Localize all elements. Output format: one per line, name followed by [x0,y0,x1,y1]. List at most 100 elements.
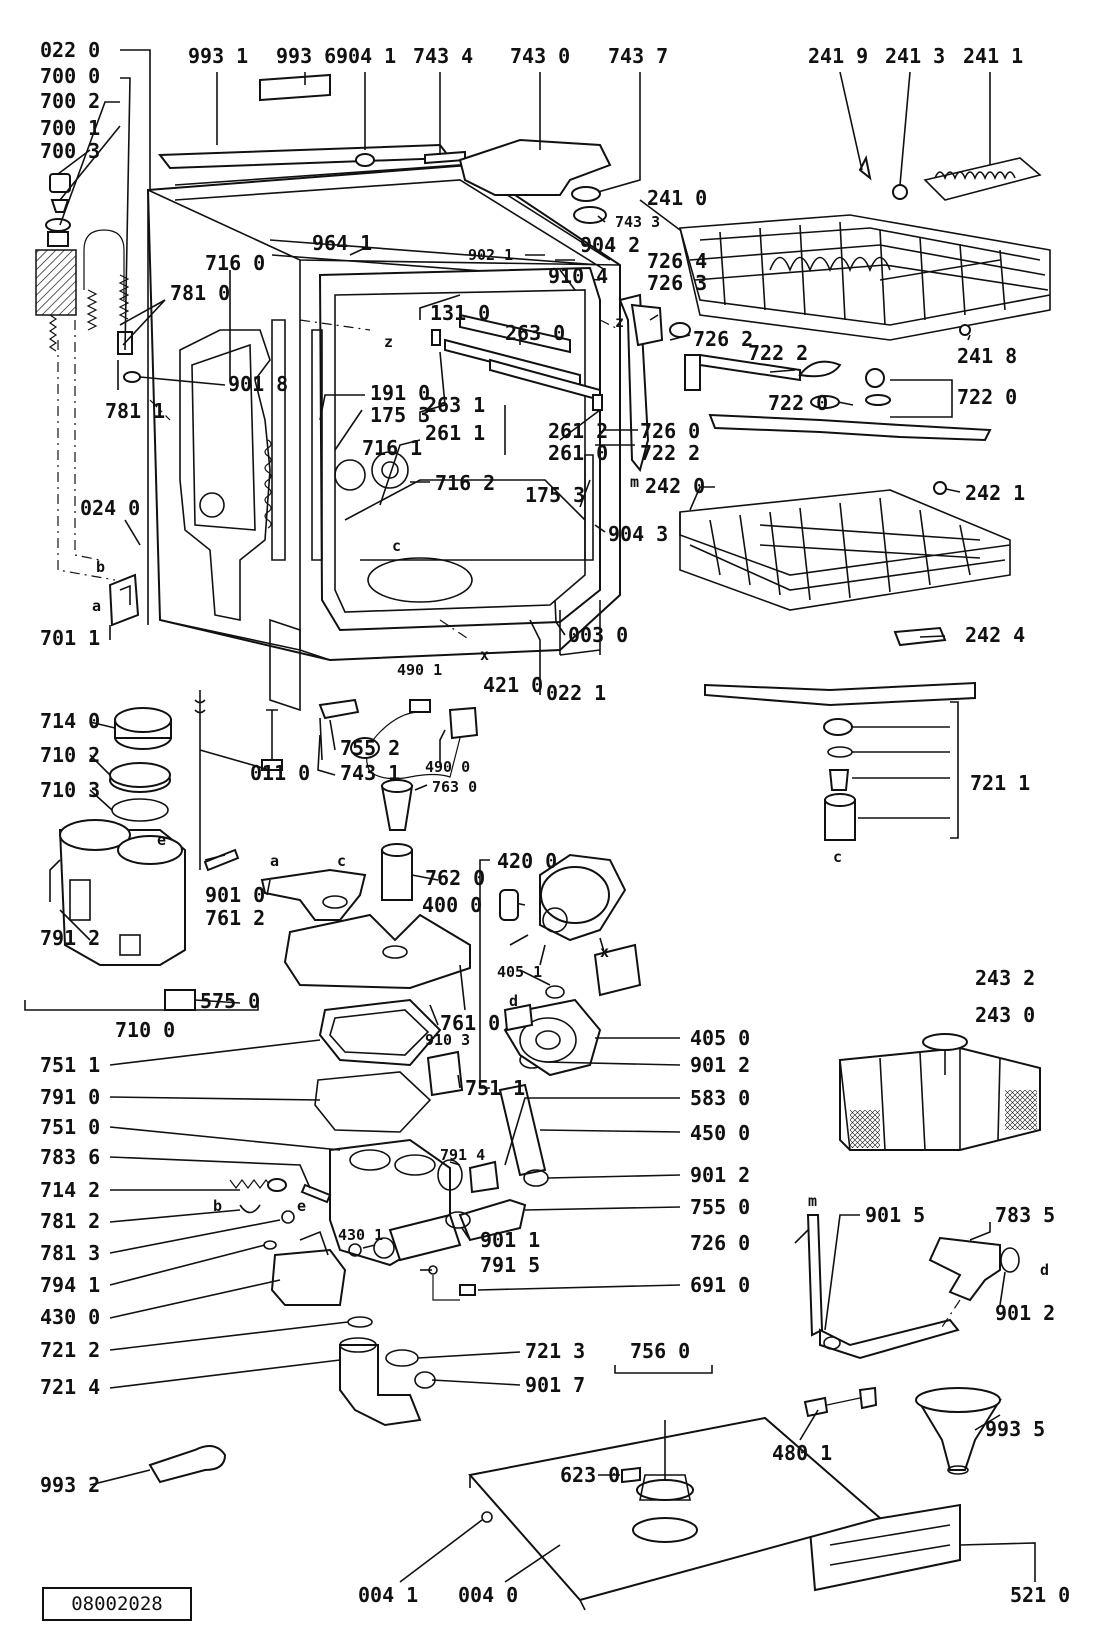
letter-m: m [808,1192,817,1210]
document-number: 08002028 [71,1593,163,1615]
label-022-0: 022 0 [40,38,100,62]
letter-c: c [392,537,401,555]
label-263-0: 263 0 [505,321,565,345]
label-242-0: 242 0 [645,474,705,498]
label-721-1: 721 1 [970,771,1030,795]
label-710-0: 710 0 [115,1018,175,1042]
label-623-0: 623 0 [560,1463,620,1487]
label-901-5: 901 5 [865,1203,925,1227]
label-726-3: 726 3 [647,271,707,295]
label-722-0: 722 0 [768,391,828,415]
label-910-4: 910 4 [548,264,608,288]
label-241-1: 241 1 [963,44,1023,68]
letter-e: e [297,1197,306,1215]
label-726-0: 726 0 [640,419,700,443]
label-263-1: 263 1 [425,393,485,417]
label-743-7: 743 7 [608,44,668,68]
label-721-2: 721 2 [40,1338,100,1362]
label-714-2: 714 2 [40,1178,100,1202]
label-716-1: 716 1 [362,436,422,460]
label-691-0: 691 0 [690,1273,750,1297]
label-993-6: 993 6 [276,44,336,68]
label-521-0: 521 0 [1010,1583,1070,1607]
label-420-0: 420 0 [497,849,557,873]
letter-b: b [96,558,105,576]
label-261-2: 261 2 [548,419,608,443]
label-700-1: 700 1 [40,116,100,140]
label-004-0: 004 0 [458,1583,518,1607]
label-761-0: 761 0 [440,1011,500,1035]
label-743-4: 743 4 [413,44,473,68]
label-405-0: 405 0 [690,1026,750,1050]
label-743-3: 743 3 [615,213,660,231]
label-901-7: 901 7 [525,1373,585,1397]
label-710-2: 710 2 [40,743,100,767]
label-904-2: 904 2 [580,233,640,257]
label-762-0: 762 0 [425,866,485,890]
document-number-box: 08002028 [42,1587,192,1621]
label-763-0: 763 0 [432,778,477,796]
label-175-3: 175 3 [370,403,430,427]
letter-c: c [337,852,346,870]
label-761-2: 761 2 [205,906,265,930]
label-751-1: 751 1 [465,1076,525,1100]
label-783-5: 783 5 [995,1203,1055,1227]
label-003-0: 003 0 [568,623,628,647]
label-722-0: 722 0 [957,385,1017,409]
label-011-0: 011 0 [250,761,310,785]
label-450-0: 450 0 [690,1121,750,1145]
label-243-2: 243 2 [975,966,1035,990]
label-755-0: 755 0 [690,1195,750,1219]
label-421-0: 421 0 [483,673,543,697]
letter-d: d [509,992,518,1010]
label-755-2: 755 2 [340,736,400,760]
label-901-2: 901 2 [690,1163,750,1187]
label-700-2: 700 2 [40,89,100,113]
label-901-2: 901 2 [690,1053,750,1077]
label-743-1: 743 1 [340,761,400,785]
label-022-1: 022 1 [546,681,606,705]
label-781-1: 781 1 [105,399,165,423]
letter-m: m [630,473,639,491]
label-902-1: 902 1 [468,246,513,264]
label-910-3: 910 3 [425,1031,470,1049]
label-191-0: 191 0 [370,381,430,405]
label-716-0: 716 0 [205,251,265,275]
letter-x: x [600,943,609,961]
label-964-1: 964 1 [312,231,372,255]
left-parts [24,173,360,1011]
label-405-1: 405 1 [497,963,542,981]
label-781-0: 781 0 [170,281,230,305]
sump-pump [229,699,642,1427]
label-241-3: 241 3 [885,44,945,68]
label-242-4: 242 4 [965,623,1025,647]
label-751-1: 751 1 [40,1053,100,1077]
letter-a: a [270,852,279,870]
letter-e: e [157,831,166,849]
label-722-2: 722 2 [748,341,808,365]
letter-z: z [384,333,393,351]
label-400-0: 400 0 [422,893,482,917]
label-743-0: 743 0 [510,44,570,68]
label-993-1: 993 1 [188,44,248,68]
label-490-0: 490 0 [425,758,470,776]
label-241-9: 241 9 [808,44,868,68]
label-430-0: 430 0 [40,1305,100,1329]
label-261-0: 261 0 [548,441,608,465]
label-726-0: 726 0 [690,1231,750,1255]
label-904-3: 904 3 [608,522,668,546]
label-794-1: 794 1 [40,1273,100,1297]
label-791-0: 791 0 [40,1085,100,1109]
label-004-1: 004 1 [358,1583,418,1607]
label-751-0: 751 0 [40,1115,100,1139]
racks [679,154,1051,841]
label-901-0: 901 0 [205,883,265,907]
label-241-8: 241 8 [957,344,1017,368]
label-726-4: 726 4 [647,249,707,273]
label-490-1: 490 1 [397,661,442,679]
letter-c: c [833,848,842,866]
label-901-1: 901 1 [480,1228,540,1252]
letter-b: b [213,1197,222,1215]
leader-lines [49,49,1036,1583]
part-labels: 022 0 700 0 700 2 700 1 700 3 993 1 993 … [40,38,1070,1607]
